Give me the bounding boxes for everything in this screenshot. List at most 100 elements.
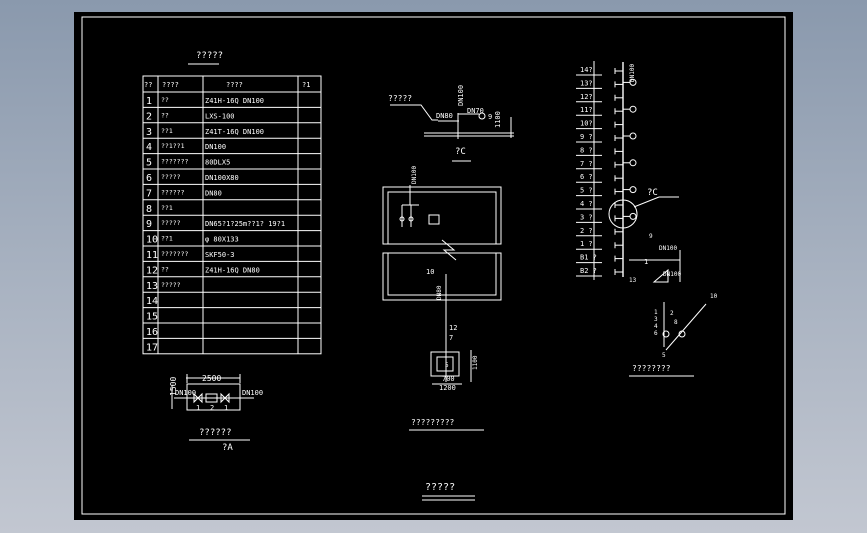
- row-no: 7: [146, 188, 152, 199]
- table-header: ????: [162, 81, 179, 89]
- row-no: 16: [146, 327, 158, 338]
- floor-label: 14?: [580, 66, 593, 74]
- table-title: ?????: [196, 51, 223, 61]
- gate-valve-icon: [220, 392, 230, 404]
- floor-row: 1 ?: [576, 240, 623, 250]
- table-row: 10??1 φ 80X133: [146, 235, 239, 246]
- row-no: 1: [146, 96, 152, 107]
- row-no: 15: [146, 312, 158, 323]
- table-row: 8??1: [146, 204, 173, 215]
- table-row: 16: [146, 327, 158, 338]
- num-label: 5: [662, 352, 666, 359]
- row-spec: SKF50-3: [205, 251, 235, 259]
- row-name: ??: [161, 111, 169, 119]
- table-row: 13?????: [146, 281, 181, 292]
- floor-row: 13?: [576, 78, 637, 89]
- num-label: 10: [426, 268, 434, 276]
- table-row: 11??????? SKF50-3: [146, 250, 235, 261]
- row-no: 2: [146, 111, 152, 122]
- dim-width: 2500: [202, 374, 221, 383]
- num-label: 3: [654, 316, 658, 323]
- floor-row: 6 ?: [576, 173, 623, 183]
- detail-a-box: [186, 383, 241, 411]
- floor-label: 10?: [580, 120, 593, 128]
- break-line: [441, 239, 457, 261]
- row-spec: φ 80X133: [205, 236, 239, 244]
- row-no: 4: [146, 142, 152, 153]
- floor-row: 14?: [576, 66, 623, 76]
- table-row: 7??????DN80: [146, 188, 222, 199]
- plan-view: DN100 10 DN80 12 7 5 1100 700 1200 ?????…: [382, 166, 502, 431]
- gate-valve-icon: [193, 392, 203, 404]
- num-label: 6: [654, 330, 658, 337]
- sprinkler-icon: [629, 212, 637, 220]
- floor-row: 7 ?: [576, 159, 637, 170]
- row-no: 5: [146, 158, 152, 169]
- row-name: ??1: [161, 127, 173, 135]
- dn-label: DN70: [467, 107, 484, 115]
- label: 1: [196, 404, 200, 412]
- dn-label: DN80: [436, 112, 453, 120]
- row-spec: Z41H-16Q DN100: [205, 97, 264, 105]
- inner-border: [81, 16, 786, 515]
- row-name: ??1: [161, 204, 173, 212]
- floor-row: 2 ?: [576, 227, 623, 237]
- floor-label: 7 ?: [580, 160, 593, 168]
- floor-row: 8 ?: [576, 146, 623, 156]
- cad-drawing: ????? ???????????11??Z41H-16Q DN1002??LX…: [81, 16, 786, 515]
- detail-a-title: ??????: [199, 428, 232, 438]
- pipe-right-dn: DN100: [242, 389, 263, 397]
- table-row: 1??Z41H-16Q DN100: [146, 96, 264, 107]
- num-label: 4: [654, 323, 658, 330]
- row-no: 10: [146, 235, 158, 246]
- dn-label: DN80: [436, 285, 443, 300]
- floor-label: 9 ?: [580, 133, 593, 141]
- sprinkler-icon: [629, 186, 637, 194]
- row-name: ??1: [161, 235, 173, 243]
- riser-title: ????????: [632, 364, 671, 373]
- row-spec: DN80: [205, 189, 222, 197]
- floor-label: 3 ?: [580, 213, 593, 221]
- floor-label: 5 ?: [580, 187, 593, 195]
- floor-row: 12?: [576, 93, 623, 103]
- dn-label: DN100: [663, 271, 681, 278]
- row-no: 11: [146, 250, 158, 261]
- floor-label: B2 ?: [580, 267, 597, 275]
- detail-a: 2500 1500 DN100 DN100 1 2 1 ?????? ?A: [169, 374, 263, 453]
- table-row: 12??Z41H-16Q DN80: [146, 265, 260, 276]
- num-label: 8: [674, 319, 678, 326]
- num-label: 13: [629, 277, 637, 284]
- dim-height: 1500: [169, 377, 178, 396]
- floor-row: B2 ?: [576, 267, 623, 277]
- sprinkler-icon: [629, 105, 637, 113]
- num-label: 5: [445, 362, 449, 369]
- row-no: 3: [146, 127, 152, 138]
- floor-label: 4 ?: [580, 200, 593, 208]
- row-no: 9: [146, 219, 152, 230]
- table-row: 9?????DN65?1?25m??1? 19?1: [146, 219, 285, 230]
- row-spec: 80DLX5: [205, 159, 230, 167]
- row-name: ?????: [161, 281, 181, 289]
- row-name: ?????: [161, 173, 181, 181]
- num-label: 2: [670, 310, 674, 317]
- table-row: 6????? DN100X80: [146, 173, 239, 184]
- table-row: 5???????80DLX5: [146, 158, 230, 169]
- floor-label: 13?: [580, 79, 593, 87]
- floor-label: 1 ?: [580, 240, 593, 248]
- sprinkler-icon: [478, 112, 486, 120]
- floor-row: 10?: [576, 120, 623, 130]
- sprinkler-icon: [629, 78, 637, 86]
- row-no: 6: [146, 173, 152, 184]
- floor-row: 11?: [576, 105, 637, 116]
- row-name: ???????: [161, 250, 188, 258]
- table-header: ????: [226, 81, 243, 89]
- row-no: 12: [146, 265, 158, 276]
- callout-label: ?C: [647, 188, 658, 198]
- row-spec: DN65?1?25m??1? 19?1: [205, 220, 285, 228]
- row-spec: DN100X80: [205, 174, 239, 182]
- dim-label: 1100: [472, 355, 479, 370]
- num-label: 10: [710, 293, 718, 300]
- table-row: 2??LXS-100: [146, 111, 235, 122]
